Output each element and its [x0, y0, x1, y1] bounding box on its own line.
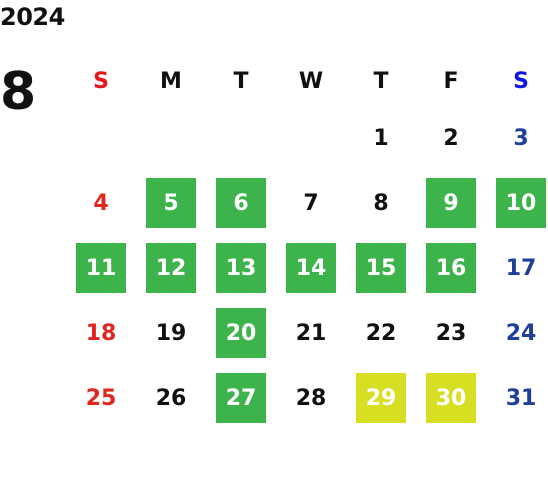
weekday-friday: F [443, 68, 459, 94]
weekday-thursday: T [373, 68, 389, 94]
day-cell: 14 [276, 236, 346, 301]
day-number: 2 [443, 125, 459, 151]
day-cell: 7 [276, 171, 346, 236]
weekday-header-cell: T [206, 56, 276, 106]
empty-day-cell [276, 106, 346, 171]
empty-day-cell [206, 106, 276, 171]
day-number-highlighted-green: 27 [216, 373, 266, 423]
day-number: 3 [513, 125, 529, 151]
day-cell: 16 [416, 236, 486, 301]
day-cell: 13 [206, 236, 276, 301]
day-cell: 19 [136, 301, 206, 366]
day-number-highlighted-green: 14 [286, 243, 336, 293]
day-number-highlighted-yellow: 29 [356, 373, 406, 423]
month-label: 8 [0, 62, 37, 122]
day-number: 22 [365, 320, 397, 346]
day-number: 1 [373, 125, 389, 151]
day-cell: 15 [346, 236, 416, 301]
day-cell: 31 [486, 366, 548, 431]
day-number-highlighted-green: 10 [496, 178, 546, 228]
weekday-header-cell: T [346, 56, 416, 106]
day-cell: 3 [486, 106, 548, 171]
day-cell: 10 [486, 171, 548, 236]
day-cell: 26 [136, 366, 206, 431]
day-number-highlighted-green: 13 [216, 243, 266, 293]
day-cell: 2 [416, 106, 486, 171]
weekday-sunday: S [93, 68, 109, 94]
day-cell: 22 [346, 301, 416, 366]
day-cell: 18 [66, 301, 136, 366]
day-number: 4 [93, 190, 109, 216]
day-number-highlighted-green: 6 [216, 178, 266, 228]
day-cell: 28 [276, 366, 346, 431]
day-cell: 12 [136, 236, 206, 301]
calendar-grid: S M T W T F S 1 2 3 4 5 6 7 8 9 10 11 12… [66, 56, 548, 431]
empty-day-cell [66, 106, 136, 171]
day-number: 21 [295, 320, 327, 346]
day-cell: 29 [346, 366, 416, 431]
weekday-header-cell: M [136, 56, 206, 106]
day-cell: 20 [206, 301, 276, 366]
day-number: 25 [85, 385, 117, 411]
day-number: 26 [155, 385, 187, 411]
day-number: 19 [155, 320, 187, 346]
day-number-highlighted-green: 16 [426, 243, 476, 293]
day-number-highlighted-green: 20 [216, 308, 266, 358]
day-number-highlighted-green: 12 [146, 243, 196, 293]
year-label: 2024 [0, 3, 65, 31]
day-cell: 30 [416, 366, 486, 431]
weekday-header-cell: F [416, 56, 486, 106]
day-cell: 5 [136, 171, 206, 236]
day-number: 18 [85, 320, 117, 346]
day-number: 24 [505, 320, 537, 346]
weekday-monday: M [160, 68, 182, 94]
day-cell: 9 [416, 171, 486, 236]
day-cell: 21 [276, 301, 346, 366]
day-number-highlighted-green: 15 [356, 243, 406, 293]
day-cell: 4 [66, 171, 136, 236]
day-cell: 17 [486, 236, 548, 301]
day-number-highlighted-yellow: 30 [426, 373, 476, 423]
day-number-highlighted-green: 9 [426, 178, 476, 228]
day-cell: 25 [66, 366, 136, 431]
day-cell: 8 [346, 171, 416, 236]
day-number: 31 [505, 385, 537, 411]
weekday-saturday: S [513, 68, 529, 94]
weekday-header-cell: W [276, 56, 346, 106]
day-number: 17 [505, 255, 537, 281]
day-cell: 24 [486, 301, 548, 366]
day-cell: 1 [346, 106, 416, 171]
day-number-highlighted-green: 11 [76, 243, 126, 293]
day-number: 7 [303, 190, 319, 216]
day-number-highlighted-green: 5 [146, 178, 196, 228]
weekday-wednesday: W [298, 68, 324, 94]
day-number: 23 [435, 320, 467, 346]
day-cell: 27 [206, 366, 276, 431]
weekday-header-cell: S [66, 56, 136, 106]
day-number: 28 [295, 385, 327, 411]
day-number: 8 [373, 190, 389, 216]
day-cell: 23 [416, 301, 486, 366]
weekday-tuesday: T [233, 68, 249, 94]
day-cell: 11 [66, 236, 136, 301]
empty-day-cell [136, 106, 206, 171]
weekday-header-cell: S [486, 56, 548, 106]
day-cell: 6 [206, 171, 276, 236]
